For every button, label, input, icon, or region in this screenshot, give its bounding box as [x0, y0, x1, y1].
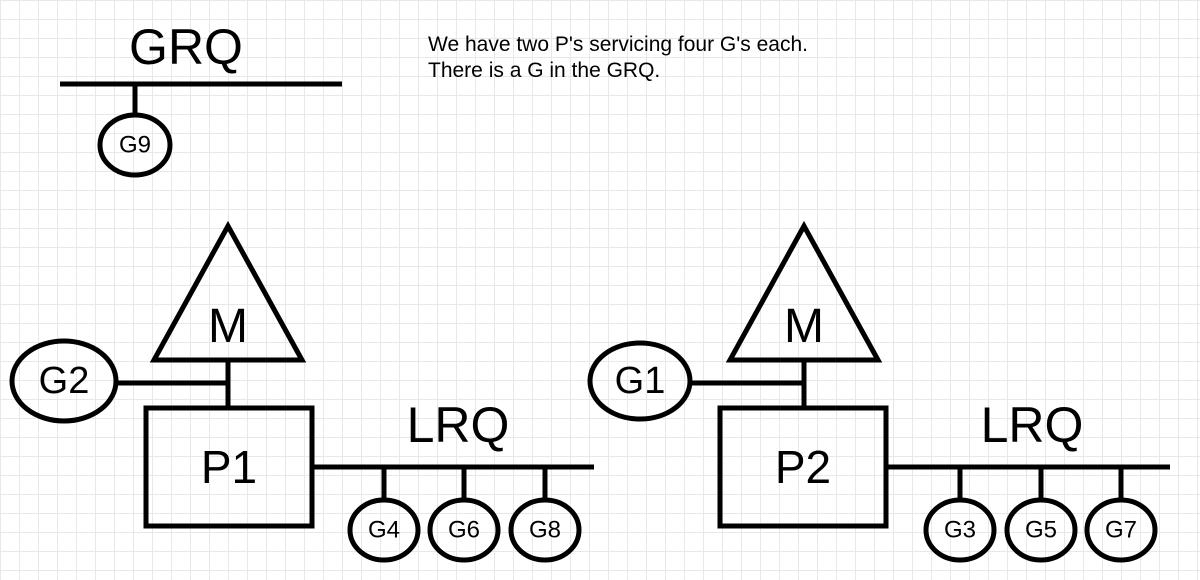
p2-lrq-goroutine-label: G3 — [944, 517, 976, 544]
description-line: We have two P's servicing four G's each. — [428, 33, 808, 56]
p1-lrq-goroutine-circle — [508, 497, 582, 563]
p1-lrq-goroutine-circle — [427, 497, 501, 563]
diagram-description: We have two P's servicing four G's each.… — [428, 32, 808, 84]
p2-lrq-label: LRQ — [981, 397, 1084, 453]
p1-lrq-goroutine-label: G4 — [368, 517, 400, 544]
description-line: There is a G in the GRQ. — [428, 59, 661, 82]
p2-lrq-goroutine-circle — [1004, 497, 1078, 563]
p2-lrq-goroutine-label: G7 — [1105, 517, 1137, 544]
grq-goroutine-label: G9 — [119, 132, 151, 159]
grq-label: GRQ — [129, 19, 243, 75]
grq-goroutine-circle — [97, 112, 173, 178]
p2-lrq-goroutine-circle — [1084, 497, 1158, 563]
p2-running-goroutine-label: G1 — [615, 360, 666, 402]
p2-lrq-goroutine-circle — [923, 497, 997, 563]
p1-lrq-goroutine-circle — [347, 497, 421, 563]
p1-processor-label: P1 — [201, 441, 257, 493]
p1-lrq-goroutine-label: G8 — [529, 517, 561, 544]
p2-processor-label: P2 — [775, 441, 831, 493]
p1-lrq-goroutine-label: G6 — [448, 517, 480, 544]
p2-machine-label: M — [784, 300, 824, 353]
p1-machine-label: M — [208, 300, 248, 353]
p1-running-goroutine-label: G2 — [39, 360, 90, 402]
p2-lrq-goroutine-label: G5 — [1025, 517, 1057, 544]
p1-lrq-label: LRQ — [407, 397, 510, 453]
